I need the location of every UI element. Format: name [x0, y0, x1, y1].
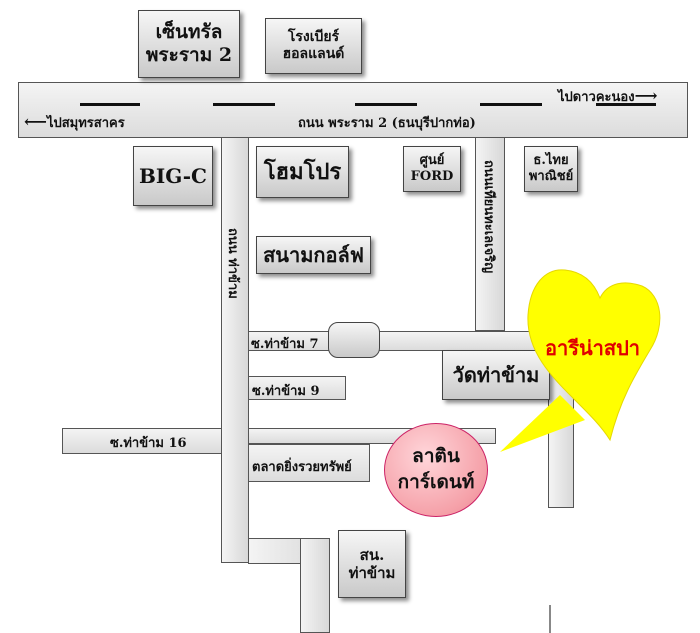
rama2-road-label: ถนน พระราม 2 (ธนบุรีปากท่อ) [298, 116, 476, 131]
soi-7-label: ซ.ท่าข้าม 7 [251, 337, 319, 352]
bottom-road-down [300, 538, 330, 633]
arrow-right-icon: ⟶ [634, 86, 658, 105]
right-road [548, 346, 574, 508]
holland-brewery: โรงเบียร์ ฮอลแลนด์ [265, 18, 362, 74]
homepro: โฮมโปร [256, 146, 349, 198]
golf-course: สนามกอล์ฟ [256, 236, 371, 274]
tha-kham-police-station: สน. ท่าข้าม [338, 530, 406, 598]
bridge-icon [328, 322, 380, 358]
latin-garden: ลาติน การ์เดนท์ [384, 423, 488, 517]
ford-center: ศูนย์ FORD [403, 146, 461, 192]
spa-label: อารีน่าสปา [545, 336, 641, 360]
soi-9-label: ซ.ท่าข้าม 9 [252, 384, 320, 399]
thai-commercial-bank: ธ.ไทย พาณิชย์ [524, 146, 578, 192]
market-road [248, 444, 370, 482]
tha-kham-road [221, 137, 249, 563]
to-samut-sakhon-label: ⟵ไปสมุทรสาคร [24, 112, 125, 131]
lane-dash [213, 103, 275, 106]
tha-kham-temple: วัดท่าข้าม [442, 350, 550, 400]
tha-kham-road-label: ถนน ท่าข้าม [225, 228, 240, 299]
market-label: ตลาดยิ่งรวยทรัพย์ [252, 460, 352, 475]
lane-dash [596, 103, 656, 106]
big-c: BIG-C [133, 146, 213, 206]
lane-dash [80, 103, 140, 106]
arrow-left-icon: ⟵ [24, 112, 47, 131]
lane-dash [355, 103, 417, 106]
lane-dash [480, 103, 542, 106]
to-dao-khanong-label: ไปดาวคะนอง⟶ [558, 86, 658, 105]
boundary-line [549, 605, 551, 633]
side-road [475, 137, 505, 331]
central-rama2: เซ็นทรัล พระราม 2 [138, 10, 240, 78]
soi-16-label: ซ.ท่าข้าม 16 [110, 436, 187, 451]
side-road-label: ถนนเทียนทะเลเจริญ [481, 160, 496, 274]
soi-16-road [62, 428, 222, 454]
rama2-road [18, 82, 688, 138]
soi-9-road [248, 376, 346, 400]
